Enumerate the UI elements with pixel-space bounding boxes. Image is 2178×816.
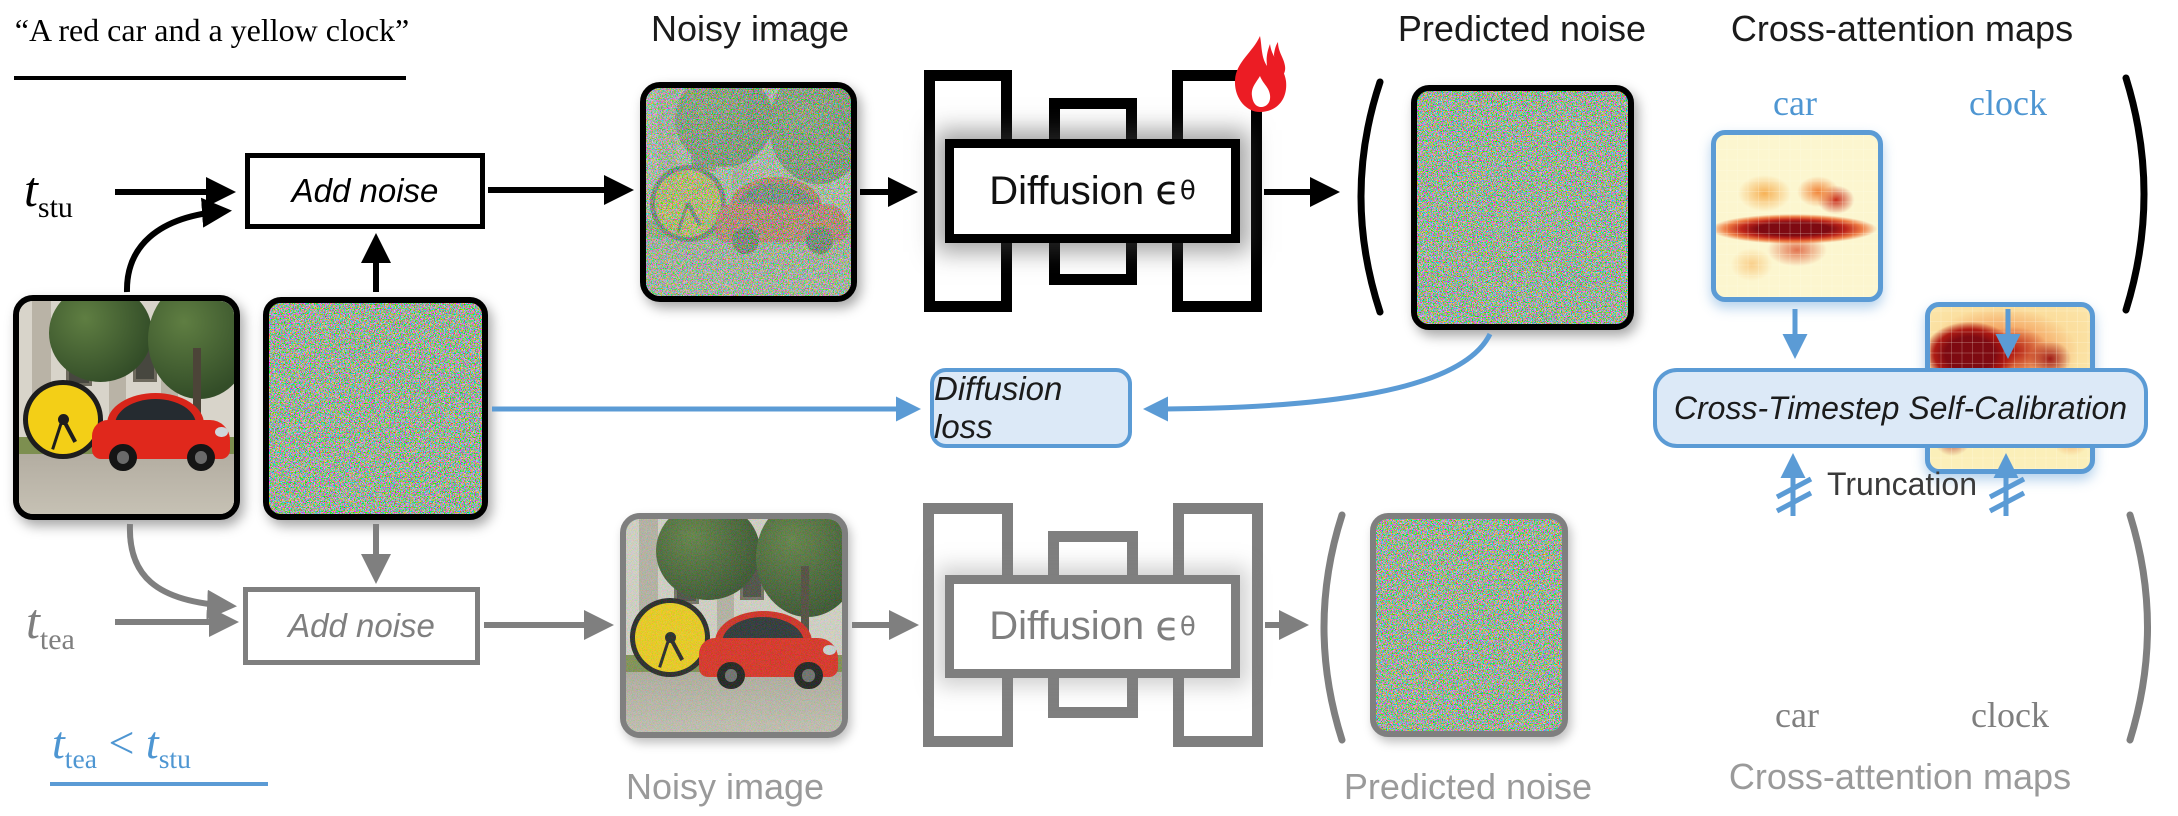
- teacher-add-noise-label: Add noise: [288, 607, 435, 644]
- theta-subscript: θ: [1179, 176, 1196, 206]
- paren-close-student: [2122, 74, 2148, 314]
- truncation-slash: [1988, 476, 2026, 500]
- arrow-photo-to-addnoise: [123, 197, 232, 293]
- timestep-inequality: ttea < tstu: [52, 717, 191, 775]
- clean-photo-image: [13, 295, 240, 520]
- teacher-cross-attention-label: Cross-attention maps: [1728, 756, 2072, 797]
- epsilon-symbol: ϵ: [1155, 603, 1180, 650]
- arrow-predicted-noise-to-diffusion-loss: [1143, 332, 1493, 422]
- teacher-token-car-label: car: [1775, 695, 1819, 735]
- teacher-timestep-label: ttea: [26, 593, 75, 656]
- diffusion-loss-box: Diffusion loss: [930, 368, 1132, 448]
- gaussian-noise-image: [263, 297, 488, 520]
- student-unet-label: Diffusion: [989, 168, 1145, 213]
- teacher-unet-label: Diffusion: [989, 604, 1145, 648]
- student-cross-attention-label: Cross-attention maps: [1730, 8, 2074, 49]
- calibration-label: Cross-Timestep Self-Calibration: [1673, 389, 2128, 426]
- inequality-underline: [50, 782, 268, 786]
- teacher-predicted-noise-image: [1370, 513, 1568, 737]
- teacher-add-noise-box: Add noise: [243, 587, 480, 665]
- tree: [49, 301, 153, 382]
- truncation-slash: [1775, 476, 1813, 500]
- theta-subscript: θ: [1179, 611, 1196, 642]
- truncation-label: Truncation: [1827, 466, 1977, 502]
- student-add-noise-label: Add noise: [291, 172, 439, 209]
- student-add-noise-box: Add noise: [245, 153, 485, 229]
- teacher-noisy-image-label: Noisy image: [625, 766, 825, 807]
- student-noisy-image-label: Noisy image: [650, 8, 850, 49]
- student-noisy-image: [640, 82, 857, 302]
- scene-car-and-clock: [19, 301, 234, 514]
- student-predicted-noise-label: Predicted noise: [1397, 8, 1647, 49]
- text-prompt: “A red car and a yellow clock”: [14, 12, 410, 48]
- calibration-box: Cross-Timestep Self-Calibration: [1653, 368, 2148, 448]
- student-attention-map-car: [1711, 130, 1883, 302]
- diffusion-loss-label: Diffusion loss: [934, 370, 1063, 445]
- truncation-slash: [1775, 490, 1813, 514]
- teacher-noisy-image: [620, 513, 848, 738]
- yellow-clock: [23, 379, 103, 459]
- teacher-predicted-noise-label: Predicted noise: [1343, 766, 1593, 807]
- student-token-clock-label: clock: [1969, 83, 2047, 123]
- flame-icon: [1234, 36, 1287, 112]
- truncation-slash: [1988, 490, 2026, 514]
- paren-open-student: [1357, 78, 1384, 316]
- epsilon-symbol: ϵ: [1155, 168, 1180, 214]
- prompt-underline: [14, 76, 406, 80]
- teacher-token-clock-label: clock: [1971, 695, 2049, 735]
- paren-open-teacher: [1320, 511, 1346, 744]
- arrow-photo-to-addnoise-teacher: [126, 523, 237, 620]
- student-timestep-label: tstu: [24, 161, 73, 224]
- paren-close-teacher: [2126, 511, 2151, 744]
- student-token-car-label: car: [1773, 83, 1817, 123]
- student-predicted-noise-image: [1411, 85, 1634, 330]
